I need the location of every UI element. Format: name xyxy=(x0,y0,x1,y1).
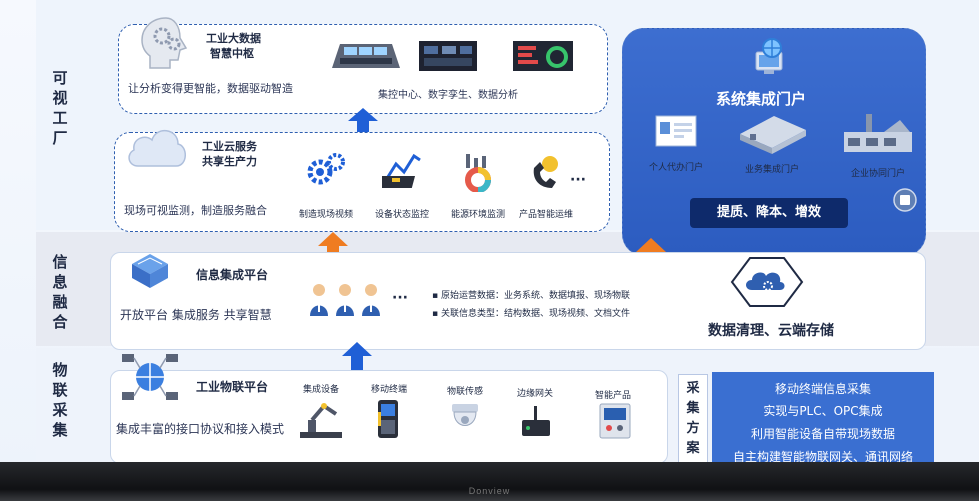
info-desc: 开放平台 集成服务 共享智慧 xyxy=(120,308,272,322)
collect-line-3: 利用智能设备自带现场数据 xyxy=(750,427,895,441)
side-label-top-text: 可视工厂 xyxy=(52,69,68,147)
side-label-bot: 物联采集 xyxy=(48,360,72,440)
globe-computer-icon xyxy=(748,38,788,80)
phone-support-icon xyxy=(528,152,564,196)
smart-product-icon xyxy=(598,402,632,444)
floating-toggle-icon[interactable] xyxy=(893,188,917,216)
portal-item-1: 个人代办门户 xyxy=(648,163,703,173)
info-bullet-2: ▪ 关联信息类型：结构数据、现场视频、文档文件 xyxy=(432,309,630,319)
info-title: 信息集成平台 xyxy=(196,268,269,282)
cloud-title-1: 工业云服务 xyxy=(202,140,257,153)
portal-item-2: 业务集成门户 xyxy=(744,165,799,175)
iot-sensor-icon xyxy=(448,402,482,440)
cloud-item-2: 设备状态监控 xyxy=(374,210,429,220)
info-bullet-1: ▪ 原始运营数据：业务系统、数据填报、现场物联 xyxy=(432,291,630,301)
iot-item-2: 移动终端 xyxy=(370,385,407,395)
bigdata-title-2: 智慧中枢 xyxy=(210,47,254,60)
globe-network-icon xyxy=(118,350,182,408)
person-icon-3 xyxy=(360,282,382,320)
iot-desc: 集成丰富的接口协议和接入模式 xyxy=(116,422,285,436)
personal-portal-icon xyxy=(654,114,698,158)
monitor-chart-icon xyxy=(375,150,426,194)
portal-title: 系统集成门户 xyxy=(716,90,807,108)
iot-title: 工业物联平台 xyxy=(196,380,269,394)
arrow-up-orange-icon-1 xyxy=(318,232,348,266)
arrow-up-icon xyxy=(348,108,378,138)
iot-item-4: 边缘网关 xyxy=(516,389,553,399)
mobile-terminal-icon xyxy=(376,398,400,444)
collect-label: 采集方案 xyxy=(678,374,708,466)
cloud-title-2: 共享生产力 xyxy=(202,155,257,168)
bigdata-title-1: 工业大数据 xyxy=(206,32,261,45)
cloud-icon xyxy=(124,116,190,176)
cloud-item-4: 产品智能运维 xyxy=(518,210,573,220)
collect-line-1: 移动终端信息采集 xyxy=(774,382,871,396)
bigdata-desc: 让分析变得更智能，数据驱动智造 xyxy=(128,82,293,95)
iot-item-5: 智能产品 xyxy=(594,391,631,401)
side-label-bot-text: 物联采集 xyxy=(52,361,68,439)
brain-gear-icon xyxy=(136,14,194,76)
enterprise-portal-icon xyxy=(840,112,916,162)
cloud-storage-icon xyxy=(730,256,804,312)
control-center-icon xyxy=(326,38,406,76)
cloud-desc: 现场可视监测，制造服务融合 xyxy=(124,204,267,217)
arrow-up-icon-2 xyxy=(342,342,372,376)
collect-line-4: 自主构建智能物联网关、通讯网络 xyxy=(732,450,913,464)
info-more-dots: ··· xyxy=(392,290,408,306)
cloud-item-3: 能源环境监测 xyxy=(450,210,505,220)
collect-line-2: 实现与PLC、OPC集成 xyxy=(763,404,883,418)
side-label-mid-text: 信息融合 xyxy=(52,253,68,331)
iot-item-1: 集成设备 xyxy=(302,385,339,395)
side-label-mid: 信息融合 xyxy=(48,252,72,332)
cloud-item-1: 制造现场视频 xyxy=(298,210,353,220)
info-bullet-2-text: 关联信息类型：结构数据、现场视频、文档文件 xyxy=(440,309,630,319)
cloud-panel xyxy=(114,132,610,232)
collect-panel: 移动终端信息采集 实现与PLC、OPC集成 利用智能设备自带现场数据 自主构建智… xyxy=(712,372,934,470)
edge-gateway-icon xyxy=(520,404,552,442)
gears-icon xyxy=(306,152,346,192)
data-analysis-icon xyxy=(512,40,574,76)
digital-twin-icon xyxy=(418,40,478,76)
portal-item-3: 企业协同门户 xyxy=(850,169,905,179)
cubes-icon xyxy=(124,246,174,294)
screen: 可视工厂 信息融合 物联采集 工业大数据 智慧中枢 让分析变得更智能，数据驱动智… xyxy=(0,0,979,470)
bigdata-items: 集控中心、数字孪生、数据分析 xyxy=(378,90,518,101)
iot-item-3: 物联传感 xyxy=(446,387,483,397)
collect-label-text: 采集方案 xyxy=(686,381,700,456)
person-icon-1 xyxy=(308,282,330,320)
portal-goal-button[interactable]: 提质、降本、增效 xyxy=(690,198,848,228)
monitor-bezel xyxy=(0,462,979,501)
robot-arm-icon xyxy=(298,400,344,444)
business-portal-icon xyxy=(736,110,810,160)
info-bullet-1-text: 原始运营数据：业务系统、数据填报、现场物联 xyxy=(440,291,630,301)
energy-donut-icon xyxy=(458,152,498,196)
person-icon-2 xyxy=(334,282,356,320)
info-storage: 数据清理、云端存储 xyxy=(708,323,834,339)
side-label-top: 可视工厂 xyxy=(48,68,72,148)
monitor-brand: Donview xyxy=(468,486,511,496)
cloud-more-dots: ··· xyxy=(570,172,586,188)
